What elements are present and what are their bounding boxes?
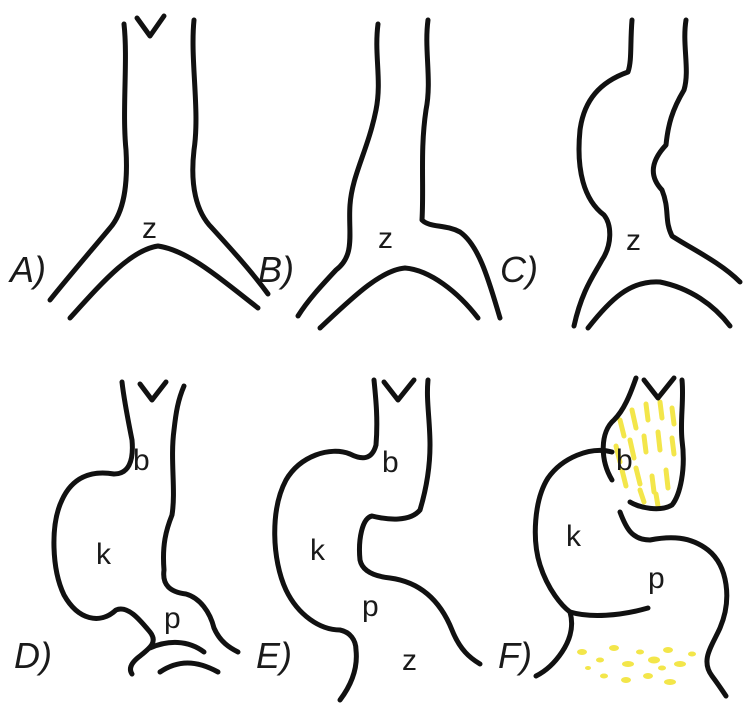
panel-a-notch (137, 16, 164, 36)
highlight-dash (666, 470, 668, 488)
panel-f-label: F) (498, 635, 532, 676)
panel-f-lower-highlight (577, 645, 696, 685)
panel-d: b k p D) (14, 382, 238, 676)
highlight-dot (585, 666, 591, 670)
highlight-dash (620, 420, 624, 436)
panel-a-region-z: z (142, 212, 157, 245)
panel-b-region-z: z (378, 222, 393, 255)
highlight-dash (652, 476, 654, 492)
panel-b-left-wall (298, 24, 378, 316)
highlight-dash (632, 410, 636, 428)
panel-d-notch (140, 382, 166, 400)
panel-c-label: C) (500, 249, 538, 290)
highlight-dot (663, 647, 673, 653)
panel-f-region-p: p (648, 562, 665, 595)
highlight-dash (660, 402, 662, 418)
highlight-dash (672, 408, 674, 424)
highlight-dot (658, 666, 666, 671)
panel-e-region-k: k (310, 534, 326, 567)
panel-b-right-wall (422, 20, 500, 318)
panel-e: b k p z E) (256, 380, 480, 700)
highlight-dot (596, 658, 604, 663)
panel-d-left-wall (54, 382, 153, 674)
panel-e-label: E) (256, 635, 292, 676)
panel-b: z B) (258, 20, 500, 328)
highlight-dash (644, 436, 646, 452)
highlight-dot (622, 661, 634, 667)
panel-f: b k p F) (498, 378, 727, 696)
panel-f-region-b: b (616, 444, 633, 477)
panel-f-notch (644, 378, 674, 398)
panel-f-region-k: k (566, 520, 582, 553)
highlight-dash (658, 432, 660, 450)
highlight-dash (640, 490, 644, 502)
panel-d-region-p: p (164, 602, 181, 635)
panel-a-label: A) (8, 249, 46, 290)
highlight-dot (688, 652, 696, 657)
highlight-dot (648, 657, 660, 664)
panel-a-left-wall (50, 24, 126, 300)
panel-e-region-p: p (362, 590, 379, 623)
panel-a-lower-curve (70, 246, 258, 318)
panel-b-lower-curve (320, 268, 478, 328)
highlight-dot (609, 645, 619, 651)
panel-d-duodenum-upper (150, 642, 204, 652)
panel-b-label: B) (258, 249, 294, 290)
highlight-dot (664, 679, 676, 685)
highlight-dot (621, 677, 631, 683)
highlight-dot (636, 650, 644, 655)
panel-f-stomach-left (535, 450, 612, 676)
panel-c: z C) (500, 20, 740, 328)
panel-f-antrum-fold (570, 608, 648, 615)
highlight-dot (577, 649, 587, 655)
panel-c-region-z: z (626, 224, 641, 257)
highlight-dash (636, 468, 640, 484)
panel-f-stomach-inner (620, 512, 727, 696)
panel-d-region-b: b (133, 444, 150, 477)
highlight-dash (646, 404, 648, 420)
highlight-dot (643, 673, 653, 679)
panel-e-region-b: b (382, 446, 399, 479)
panel-c-right-wall (653, 20, 740, 282)
panel-c-left-wall (574, 20, 632, 326)
panel-e-notch (384, 380, 414, 400)
highlight-dot (600, 674, 608, 679)
panel-e-region-z: z (402, 644, 417, 677)
highlight-dash (656, 494, 658, 506)
panel-d-region-k: k (96, 538, 112, 571)
panel-a: z A) (8, 16, 268, 318)
panel-c-lower-curve (588, 282, 730, 328)
highlight-dot (674, 661, 686, 667)
highlight-dash (672, 438, 674, 454)
panel-a-right-wall (193, 20, 268, 294)
panel-d-label: D) (14, 635, 52, 676)
panel-d-duodenum-lower (160, 663, 218, 672)
